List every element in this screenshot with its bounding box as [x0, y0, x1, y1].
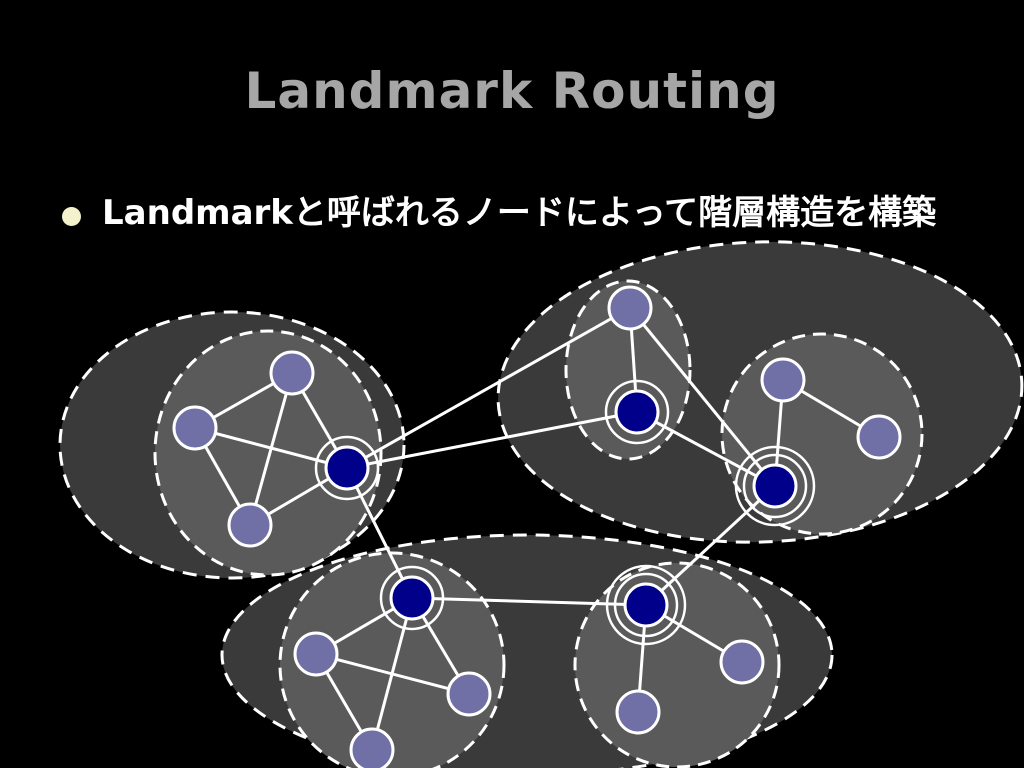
node-circle	[446, 671, 492, 717]
slide-title: Landmark Routing	[244, 62, 780, 120]
node-circle	[607, 285, 653, 331]
landmark-node	[324, 445, 370, 491]
link-line	[315, 652, 470, 696]
bullet-item: Landmarkと呼ばれるノードによって階層構造を構築	[62, 188, 1012, 238]
inner-cluster-region	[278, 551, 506, 768]
landmark-node	[614, 389, 660, 435]
landmark-ring	[604, 379, 670, 445]
node-circle	[293, 631, 339, 677]
link-line	[636, 410, 776, 488]
landmark-node	[389, 575, 435, 621]
node-circle	[760, 357, 806, 403]
landmark-ring-outer	[605, 564, 687, 646]
landmark-ring	[314, 435, 380, 501]
node-circle	[856, 414, 902, 460]
node-circle	[269, 350, 315, 396]
node-circle	[349, 727, 395, 768]
link-line	[345, 467, 414, 599]
landmark-ring	[613, 572, 679, 638]
landmark-ring	[742, 453, 808, 519]
node-circle	[172, 405, 218, 451]
landmark-ring-outer	[734, 445, 816, 527]
inner-cluster-region	[153, 329, 383, 577]
landmark-node	[623, 582, 669, 628]
landmark-ring	[379, 565, 445, 631]
link-line	[346, 306, 631, 470]
bullet-dot-icon	[62, 207, 81, 226]
bullet-text: Landmarkと呼ばれるノードによって階層構造を構築	[102, 193, 937, 233]
link-line	[346, 410, 638, 470]
link-line	[194, 426, 348, 470]
node-circle	[227, 502, 273, 548]
landmark-node	[752, 463, 798, 509]
link-line	[644, 484, 777, 607]
node-circle	[719, 639, 765, 685]
node-circle	[615, 689, 661, 735]
